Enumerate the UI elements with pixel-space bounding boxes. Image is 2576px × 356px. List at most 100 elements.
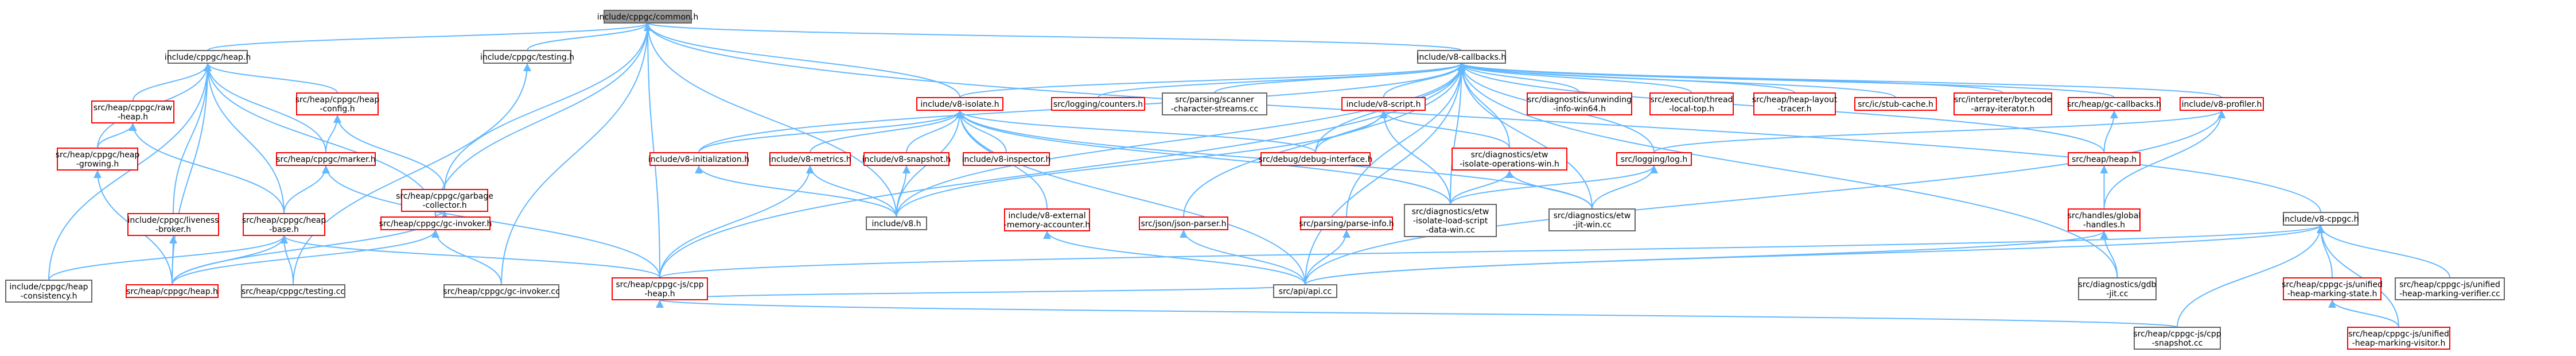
dependency-edge-v8_callbacks-to-json_parser xyxy=(1183,63,1466,218)
file-node-liveness_broker[interactable]: include/cppgc/liveness-broker.h xyxy=(127,213,219,236)
edge-path xyxy=(1379,110,1451,205)
file-node-v8_metrics[interactable]: include/v8-metrics.h xyxy=(769,152,851,166)
edge-path xyxy=(956,110,1306,285)
dependency-edge-common-to-v8_callbacks xyxy=(644,22,1462,51)
dependency-edge-v8_isolate-to-etw_isolate_load xyxy=(956,110,1451,205)
node-label-line: src/heap/cppgc/gc-invoker.cc xyxy=(443,287,559,296)
edge-path xyxy=(173,63,212,214)
file-node-unwinding_info[interactable]: src/diagnostics/unwinding-info-win64.h xyxy=(1527,92,1632,115)
file-node-cppgc_testing_cc[interactable]: src/heap/cppgc/testing.cc xyxy=(241,284,345,298)
edge-path xyxy=(444,22,652,190)
file-node-stub_cache[interactable]: src/ic/stub-cache.h xyxy=(1854,97,1937,111)
dependency-edge-v8_isolate-to-v8_initialization xyxy=(698,110,964,153)
file-node-v8_callbacks[interactable]: include/v8-callbacks.h xyxy=(1417,50,1507,64)
file-node-json_parser[interactable]: src/json/json-parser.h xyxy=(1139,216,1228,230)
file-node-v8_script[interactable]: include/v8-script.h xyxy=(1341,97,1426,111)
file-node-marker[interactable]: src/heap/cppgc/marker.h xyxy=(276,152,376,166)
file-node-counters[interactable]: src/logging/counters.h xyxy=(1051,97,1145,111)
file-node-heap_base[interactable]: src/heap/cppgc/heap-base.h xyxy=(242,213,326,236)
node-label-line: include/v8-inspector.h xyxy=(962,155,1051,164)
file-node-logging_log[interactable]: src/logging/log.h xyxy=(1616,152,1692,166)
node-label-line: include/v8-metrics.h xyxy=(769,155,851,164)
file-node-heap_consistency[interactable]: include/cppgc/heap-consistency.h xyxy=(5,280,92,303)
edge-path xyxy=(698,110,964,153)
file-node-parse_info[interactable]: src/parsing/parse-info.h xyxy=(1299,216,1394,230)
dependency-edge-cppgc_heap-to-raw_heap xyxy=(132,63,212,102)
node-label-line: include/v8-initialization.h xyxy=(648,155,749,164)
edge-path xyxy=(204,63,326,153)
file-node-bytecode_iterator[interactable]: src/interpreter/bytecode-array-iterator.… xyxy=(1954,92,2052,115)
file-node-handles_global[interactable]: src/handles/global-handles.h xyxy=(2068,208,2141,231)
file-node-v8_cppgc[interactable]: include/v8-cppgc.h xyxy=(2282,212,2359,226)
dependency-edge-v8_metrics-to-cpp_heap xyxy=(659,165,814,278)
dependency-edge-v8_callbacks-to-stub_cache xyxy=(1457,63,1896,98)
node-label-line: src/diagnostics/etw xyxy=(1412,207,1489,216)
dependency-edge-v8_snapshot-to-v8_h xyxy=(896,165,910,218)
dependency-edge-v8_cppgc-to-cpp_heap xyxy=(659,225,2325,278)
file-node-thread_local_top[interactable]: src/execution/thread-local-top.h xyxy=(1649,92,1734,115)
edge-path xyxy=(644,22,660,278)
file-node-heap_layout_tracer[interactable]: src/heap/heap-layout-tracer.h xyxy=(1752,92,1838,115)
file-node-unified_state[interactable]: src/heap/cppgc-js/unified-heap-marking-s… xyxy=(2282,277,2383,300)
node-box xyxy=(2347,327,2450,350)
node-box xyxy=(127,213,219,236)
file-node-heap_heap[interactable]: src/heap/heap.h xyxy=(2068,152,2141,166)
file-node-v8_h[interactable]: include/v8.h xyxy=(866,216,927,230)
node-label-line: src/interpreter/bytecode xyxy=(1954,95,2052,105)
file-node-heap_config[interactable]: src/heap/cppgc/heap-config.h xyxy=(295,92,380,115)
file-node-v8_external_memory[interactable]: include/v8-external-memory-accounter.h xyxy=(1004,208,1091,231)
node-label-line: -local-top.h xyxy=(1669,105,1714,114)
file-node-gc_invoker_cc[interactable]: src/heap/cppgc/gc-invoker.cc xyxy=(443,284,560,298)
file-node-cpp_heap[interactable]: src/heap/cppgc-js/cpp-heap.h xyxy=(612,277,708,300)
node-label-line: -memory-accounter.h xyxy=(1004,220,1091,230)
file-node-cppgc_testing[interactable]: include/cppgc/testing.h xyxy=(480,50,574,64)
file-node-src_cppgc_heap[interactable]: src/heap/cppgc/heap.h xyxy=(126,284,219,298)
node-box xyxy=(866,216,927,230)
edge-path xyxy=(644,22,2321,213)
file-node-api_cc[interactable]: src/api/api.cc xyxy=(1273,284,1337,298)
dependency-edge-cppgc_heap-to-liveness_broker xyxy=(173,63,212,214)
node-box xyxy=(91,100,174,123)
edge-path xyxy=(129,122,285,214)
node-box xyxy=(1527,92,1632,115)
file-node-garbage_collector[interactable]: src/heap/cppgc/garbage-collector.h xyxy=(396,189,493,212)
file-node-debug_interface[interactable]: src/debug/debug-interface.h xyxy=(1259,152,1373,166)
file-node-etw_isolate_load[interactable]: src/diagnostics/etw-isolate-load-script-… xyxy=(1404,204,1497,237)
file-node-heap_growing[interactable]: src/heap/cppgc/heap-growing.h xyxy=(56,148,140,171)
file-node-etw_isolate_ops[interactable]: src/diagnostics/etw-isolate-operations-w… xyxy=(1452,148,1567,171)
edge-path xyxy=(659,63,1466,278)
file-node-v8_snapshot[interactable]: include/v8-snapshot.h xyxy=(862,152,951,166)
file-node-v8_initialization[interactable]: include/v8-initialization.h xyxy=(648,152,749,166)
file-node-unified_visitor[interactable]: src/heap/cppgc-js/unified-heap-marking-v… xyxy=(2347,327,2450,350)
node-label-line: -data-win.cc xyxy=(1426,226,1475,235)
file-node-raw_heap[interactable]: src/heap/cppgc/raw-heap.h xyxy=(91,100,174,123)
node-label-line: src/api/api.cc xyxy=(1279,287,1332,296)
node-box xyxy=(1051,97,1145,111)
dependency-edge-v8_cppgc-to-unified_visitor xyxy=(2317,225,2399,328)
dependency-edge-v8_script-to-etw_isolate_ops xyxy=(1379,110,1510,149)
file-node-scanner_streams[interactable]: src/parsing/scanner-character-streams.cc xyxy=(1162,92,1267,115)
file-node-cppgc_heap[interactable]: include/cppgc/heap.h xyxy=(165,50,251,64)
dependency-edge-heap_base-to-cpp_heap xyxy=(280,235,660,278)
file-node-cpp_snapshot[interactable]: src/heap/cppgc-js/cpp-snapshot.cc xyxy=(2133,327,2221,350)
dependency-edge-v8_profiler-to-handles_global xyxy=(2103,110,2226,210)
node-label-line: src/heap/cppgc/heap xyxy=(295,95,380,105)
dependency-edge-v8_metrics-to-v8_h xyxy=(806,165,897,218)
file-node-v8_inspector[interactable]: include/v8-inspector.h xyxy=(962,152,1051,166)
edge-path xyxy=(956,110,1451,205)
file-node-v8_isolate[interactable]: include/v8-isolate.h xyxy=(916,97,1003,111)
edge-path xyxy=(172,235,288,285)
dependency-edge-common-to-v8_isolate xyxy=(644,22,960,98)
edge-path xyxy=(1457,63,1580,94)
file-node-v8_profiler[interactable]: include/v8-profiler.h xyxy=(2180,97,2264,111)
file-node-etw_jit_win[interactable]: src/diagnostics/etw-jit-win.cc xyxy=(1548,208,1636,231)
file-node-gdb_jit[interactable]: src/diagnostics/gdb-jit.cc xyxy=(2078,277,2157,300)
node-box xyxy=(2068,97,2161,111)
file-node-unified_verifier[interactable]: src/heap/cppgc-js/unified-heap-marking-v… xyxy=(2395,277,2505,300)
edge-path xyxy=(1214,63,1466,94)
dependency-edge-heap_base-to-src_cppgc_heap xyxy=(172,235,288,285)
file-node-gc_invoker_h[interactable]: src/heap/cppgc/gc-invoker.h xyxy=(379,216,492,230)
dependency-edge-v8_isolate-to-debug_interface xyxy=(956,110,1316,153)
node-label-line: -heap-marking-verifier.cc xyxy=(2399,289,2500,299)
file-node-gc_callbacks[interactable]: src/heap/gc-callbacks.h xyxy=(2067,97,2161,111)
